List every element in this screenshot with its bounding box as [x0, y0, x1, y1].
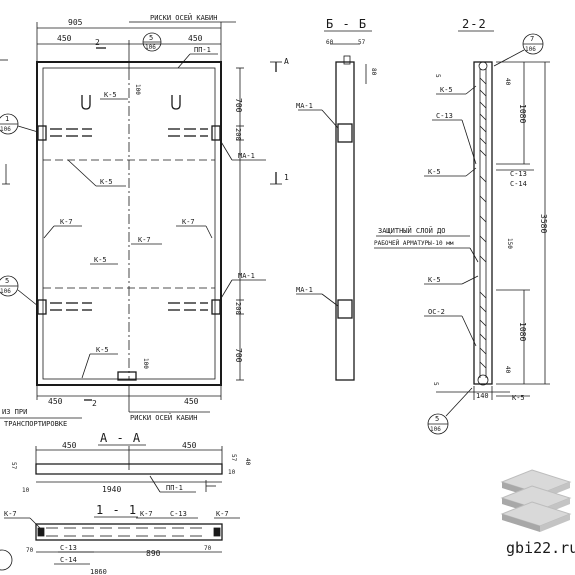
dim-100-bottom: 100	[142, 358, 149, 369]
s22-dim-1080-top: 1080	[518, 104, 527, 123]
aa-dim-40-right: 40	[244, 458, 251, 466]
bb-dim-60: 60	[326, 39, 334, 46]
dim-700-bottom: 700	[234, 348, 243, 363]
s22-dim-5-top: 5	[434, 74, 441, 78]
part-k5-bottom: К-5	[96, 346, 109, 354]
dim-200-top: 200	[234, 128, 242, 141]
part-k7-right: К-7	[182, 218, 195, 226]
s22-dim-40-top: 40	[504, 78, 511, 86]
aa-dim-10-right: 10	[228, 469, 236, 476]
s22-dim-3580: 3580	[539, 214, 548, 233]
section-11-title: 1 - 1	[96, 503, 137, 517]
s22-mark-150: 150	[506, 238, 513, 249]
bb-part-ma1-upper: МА-1	[296, 102, 313, 110]
section-mark-2-top: 2	[95, 38, 100, 47]
section-mark-a: А	[284, 57, 289, 66]
dim-450-bottom-right: 450	[184, 397, 199, 406]
s22-balloon-106-bottom: 106	[430, 426, 441, 433]
part-pp1-top: ПП-1	[194, 46, 211, 54]
part-k5-mid: К-5	[100, 178, 113, 186]
node-5-top: 5	[149, 34, 153, 42]
aa-dim-10: 10	[22, 487, 30, 494]
bb-dim-57: 57	[358, 39, 366, 46]
s11-part-k7-right: К-7	[216, 510, 229, 518]
balloon-1-left: 1	[5, 115, 9, 123]
s22-part-os2: ОС-2	[428, 308, 445, 316]
plan-view: 905 450 450 РИСКИ ОСЕЙ КАБИН 5 106 2 А П…	[0, 13, 289, 428]
section-mark-1-right: 1	[284, 173, 289, 182]
watermark-site: gbi22.ru	[506, 539, 575, 557]
s22-part-k5-3: К-5	[428, 276, 441, 284]
s22-dim-1080-bottom: 1080	[518, 322, 527, 341]
bb-dim-80: 80	[370, 68, 377, 76]
section-bb-title: Б - Б	[326, 17, 367, 31]
balloon-106-left-lower: 106	[0, 288, 11, 295]
watermark-logo: gbi22.ru	[500, 469, 575, 557]
dim-100-top: 100	[134, 84, 141, 95]
s22-balloon-5: 5	[435, 415, 439, 423]
s22-part-c14: С-14	[510, 180, 527, 188]
balloon-106-left-upper: 106	[0, 126, 11, 133]
aa-dim-450-left: 450	[62, 441, 77, 450]
part-ma1-lower: МА-1	[238, 272, 255, 280]
aa-dim-1940: 1940	[102, 485, 121, 494]
lifting-note-line1: ИЗ ПРИ	[2, 408, 27, 416]
s11-part-k7-center: К-7	[140, 510, 153, 518]
cabin-axes-label-bottom: РИСКИ ОСЕЙ КАБИН	[130, 413, 197, 422]
part-k7-center: К-7	[138, 236, 151, 244]
s22-cover-note-1: ЗАЩИТНЫЙ СЛОЙ ДО	[378, 226, 445, 235]
section-22: 2-2 7 106 40	[374, 17, 550, 435]
dim-left-top: 450	[57, 34, 72, 43]
aa-part-pp1: ПП-1	[166, 484, 183, 492]
s22-dim-40-bottom: 40	[504, 366, 511, 374]
dim-450-bottom-left: 450	[48, 397, 63, 406]
s22-balloon-7: 7	[530, 35, 534, 43]
section-bb: Б - Б 60 57 80 МА-1 МА-1	[296, 17, 377, 381]
part-k5-lower: К-5	[94, 256, 107, 264]
balloon-5-left: 5	[5, 277, 9, 285]
s11-dim-70: 70	[26, 547, 34, 554]
s11-dim-890: 890	[146, 549, 161, 558]
dim-700-top: 700	[234, 98, 243, 113]
part-k5-top: К-5	[104, 91, 117, 99]
node-106-top: 106	[145, 44, 156, 51]
stacked-slabs-icon	[500, 469, 572, 532]
section-22-title: 2-2	[462, 17, 487, 31]
s22-balloon-106-top: 106	[525, 46, 536, 53]
s11-part-k7-left: К-7	[4, 510, 17, 518]
s11-dim-1860: 1860	[90, 568, 107, 575]
lifting-note-line2: ТРАНСПОРТИРОВКЕ	[4, 420, 67, 428]
section-mark-2-bottom: 2	[92, 399, 97, 408]
part-k7-left: К-7	[60, 218, 73, 226]
dim-200-bottom: 200	[234, 302, 242, 315]
dim-total: 905	[68, 18, 83, 27]
s11-part-c13-bottom: С-13	[60, 544, 77, 552]
s22-part-c13-1: С-13	[436, 112, 453, 120]
aa-dim-57-right: 57	[230, 454, 237, 462]
s22-dim-140: 140	[476, 392, 489, 400]
section-11: 1 - 1 К-7 К-7 С-13 К-7 70 С-13 890 70 С-…	[0, 503, 240, 575]
cabin-axes-label-top: РИСКИ ОСЕЙ КАБИН	[150, 13, 217, 22]
bb-part-ma1-lower: МА-1	[296, 286, 313, 294]
section-aa: А - А 450 450 1940 57 10 57 10 40 ПП-1	[10, 431, 251, 494]
s22-part-k5-2: К-5	[428, 168, 441, 176]
section-aa-title: А - А	[100, 431, 141, 445]
dim-right-top: 450	[188, 34, 203, 43]
aa-dim-450-right: 450	[182, 441, 197, 450]
s22-part-k5-1: К-5	[440, 86, 453, 94]
s11-part-c14: С-14	[60, 556, 77, 564]
s22-cover-note-2: РАБОЧЕЙ АРМАТУРЫ-10 мм	[374, 240, 454, 247]
s11-part-c13-top: С-13	[170, 510, 187, 518]
s22-part-k5-bottom: К-5	[512, 394, 525, 402]
part-ma1-upper: МА-1	[238, 152, 255, 160]
aa-dim-57: 57	[10, 462, 17, 470]
s11-dim-70-right: 70	[204, 545, 212, 552]
s22-dim-5-bottom: 5	[432, 382, 439, 386]
s22-part-c13-2: С-13	[510, 170, 527, 178]
